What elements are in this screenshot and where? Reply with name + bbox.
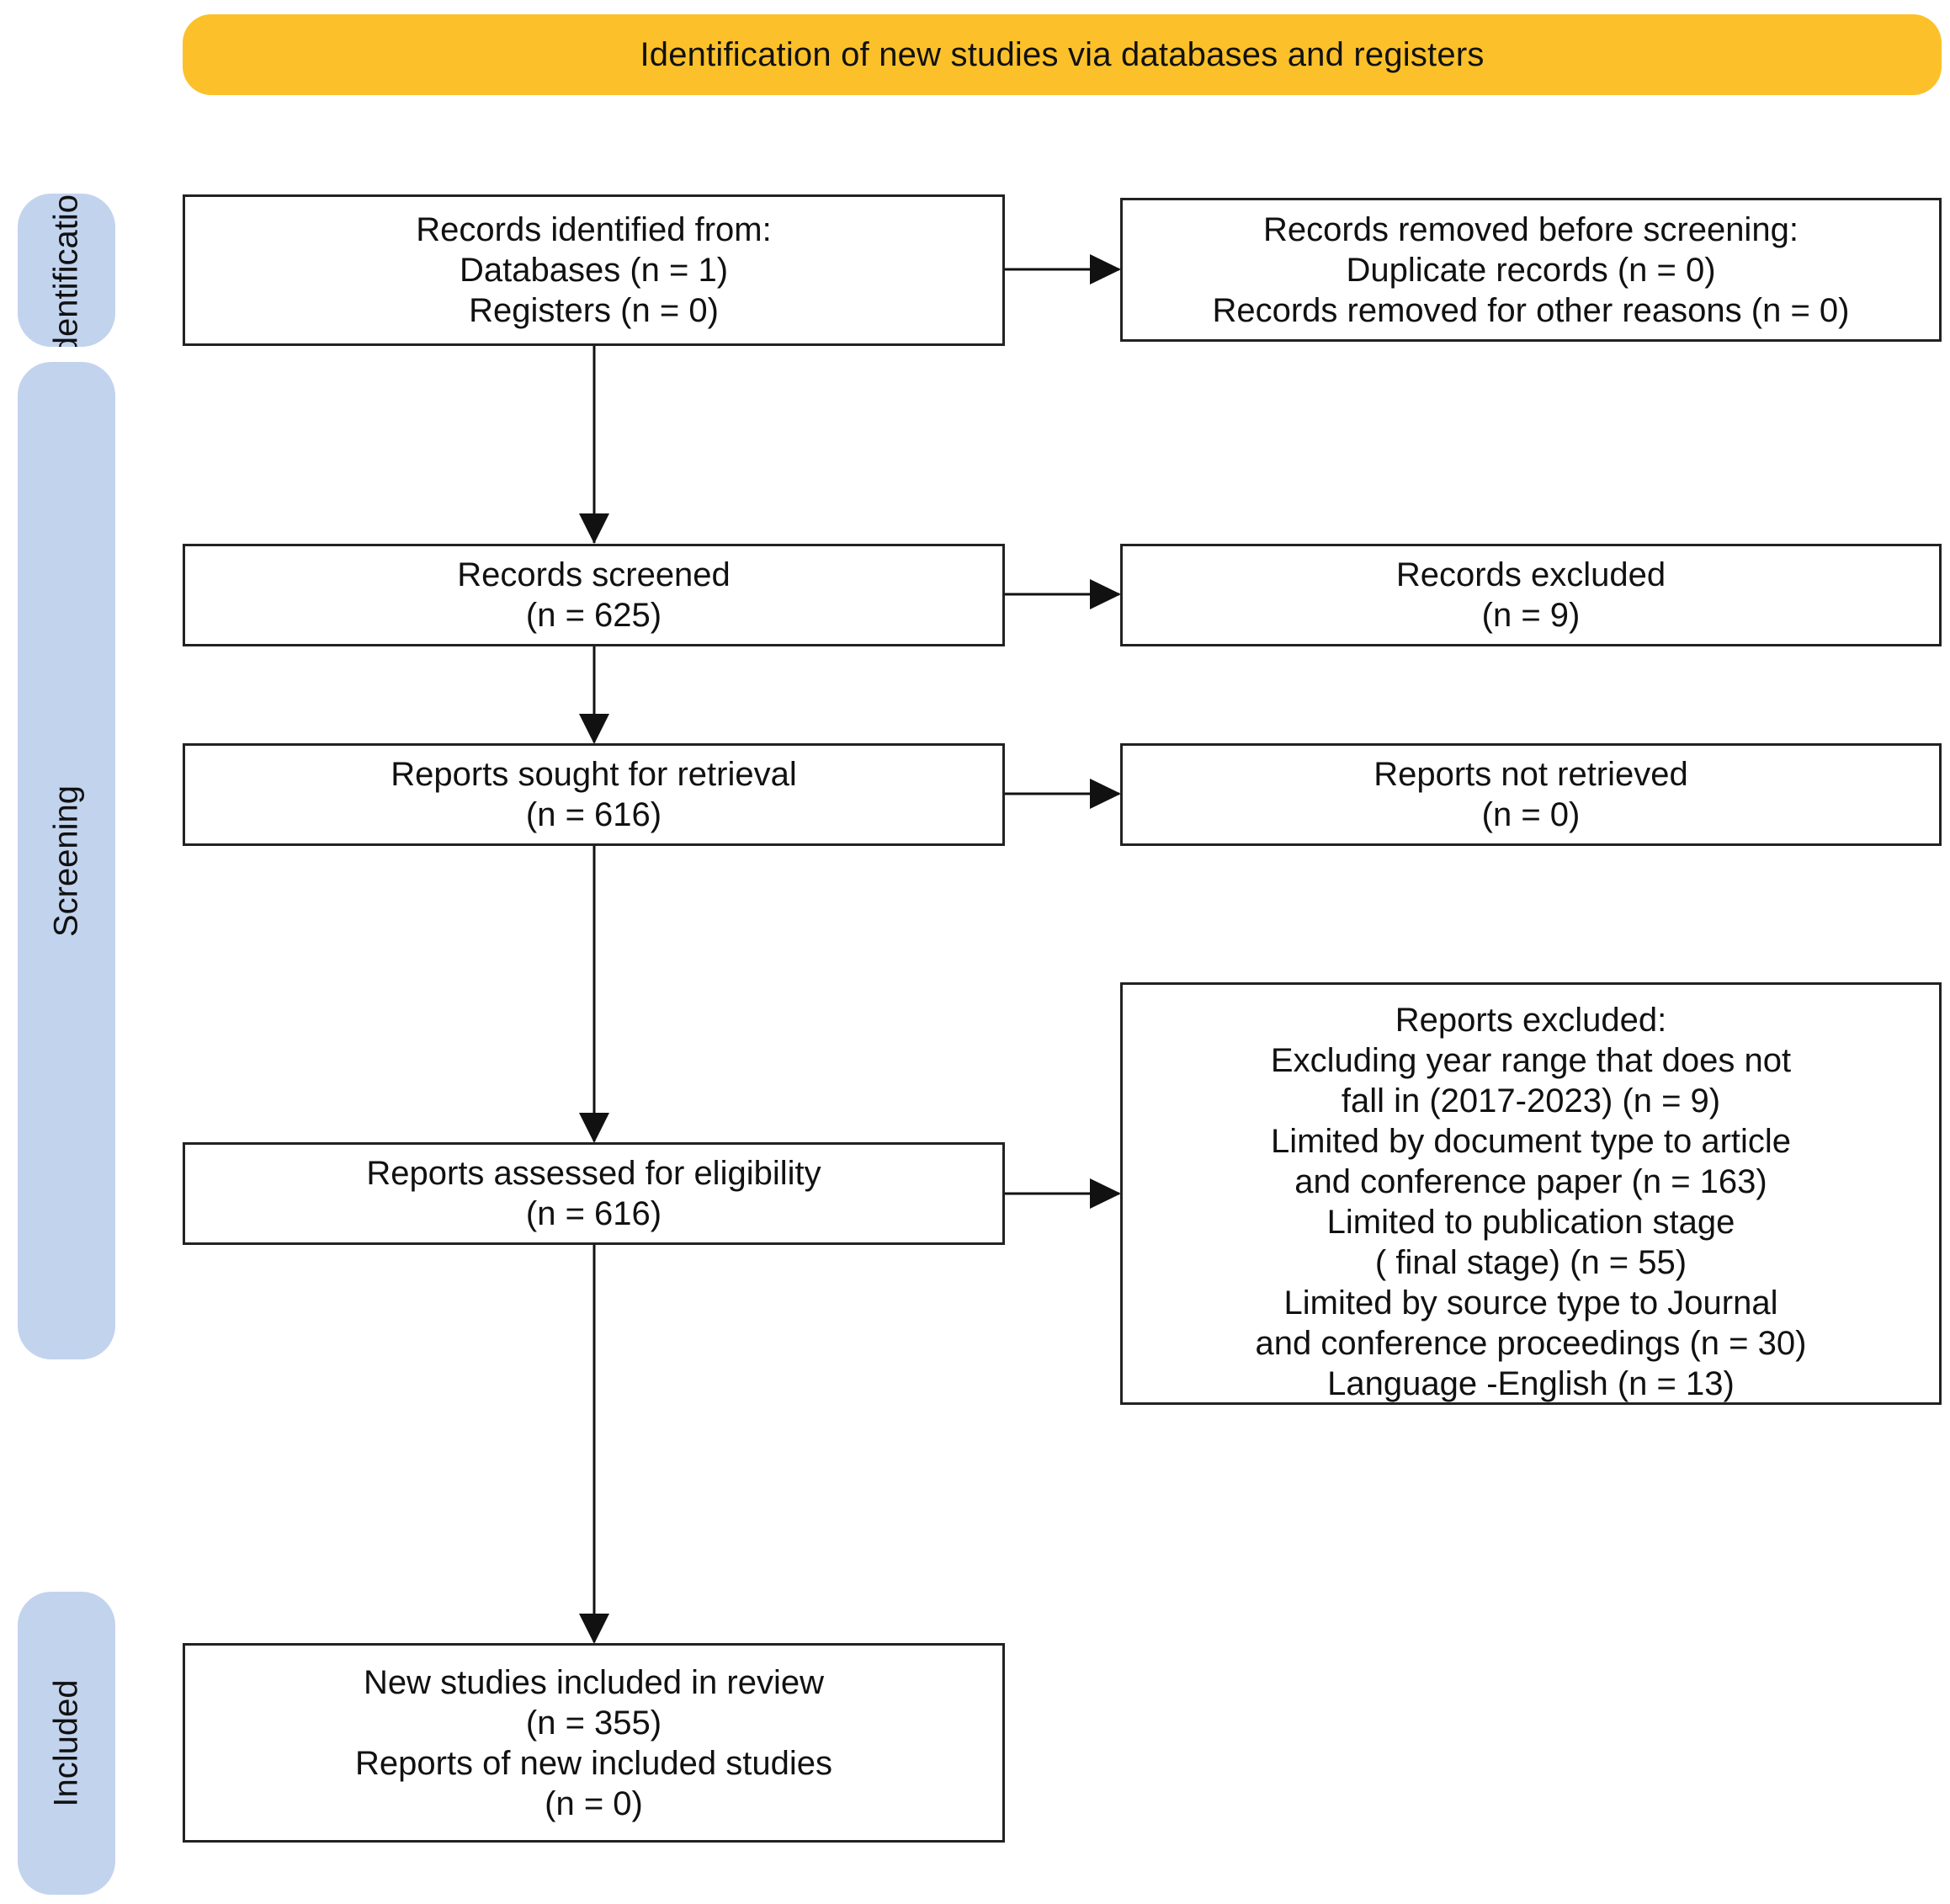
box-line: Reports assessed for eligibility	[366, 1155, 821, 1192]
stage-screening: Screening	[18, 362, 115, 1359]
box-line: Records removed for other reasons (n = 0…	[1212, 291, 1850, 329]
box-line: (n = 0)	[1481, 796, 1581, 833]
arrowhead-identified-to-screened	[579, 513, 609, 544]
box-line: ( final stage) (n = 55)	[1374, 1244, 1687, 1281]
reports-assessed-box: Reports assessed for eligibility (n = 61…	[183, 1142, 1005, 1245]
box-line: Records excluded	[1395, 556, 1666, 593]
box-line: and conference paper (n = 163)	[1294, 1163, 1767, 1200]
arrowhead-sought-to-assessed	[579, 1113, 609, 1143]
box-line: Reports sought for retrieval	[391, 756, 797, 793]
reports-sought-box: Reports sought for retrieval (n = 616)	[183, 743, 1005, 846]
arrowhead-screened-to-excluded	[1090, 579, 1121, 609]
banner-title: Identification of new studies via databa…	[640, 35, 1485, 73]
records-identified-box: Records identified from: Databases (n = …	[183, 194, 1005, 346]
box-line: (n = 0)	[545, 1784, 643, 1822]
records-removed-box: Records removed before screening: Duplic…	[1120, 198, 1942, 342]
arrowhead-screened-to-sought	[579, 714, 609, 744]
box-line: Reports excluded:	[1395, 1002, 1667, 1039]
box-line: (n = 355)	[525, 1704, 662, 1742]
stage-screening-label: Screening	[47, 784, 85, 937]
box-line: Databases (n = 1)	[459, 252, 729, 289]
stage-included: Included	[18, 1592, 115, 1895]
box-line: Reports of new included studies	[355, 1744, 832, 1782]
box-line: Limited by document type to article	[1270, 1123, 1792, 1160]
box-line: and conference proceedings (n = 30)	[1255, 1325, 1807, 1362]
box-line: Excluding year range that does not	[1270, 1042, 1792, 1079]
box-line: Records removed before screening:	[1263, 210, 1799, 248]
records-screened-box: Records screened (n = 625)	[183, 544, 1005, 646]
stage-identification-label: Identification	[47, 194, 85, 347]
box-line: Duplicate records (n = 0)	[1346, 251, 1716, 289]
arrowhead-sought-to-not-retrieved	[1090, 779, 1121, 809]
box-line: Limited to publication stage	[1326, 1204, 1735, 1241]
box-line: Limited by source type to Journal	[1283, 1284, 1778, 1322]
box-line: Language -English (n = 13)	[1327, 1365, 1735, 1402]
box-line: Reports not retrieved	[1374, 756, 1688, 793]
box-line: fall in (2017-2023) (n = 9)	[1341, 1082, 1721, 1120]
box-line: (n = 616)	[525, 796, 662, 833]
arrowhead-assessed-to-reports-excluded	[1090, 1178, 1121, 1209]
reports-excluded-box: Reports excluded: Excluding year range t…	[1120, 982, 1942, 1405]
box-line: (n = 625)	[525, 597, 662, 634]
stage-included-label: Included	[47, 1679, 85, 1807]
stage-identification: Identification	[18, 194, 115, 347]
box-line: Registers (n = 0)	[469, 292, 719, 329]
box-line: (n = 9)	[1481, 597, 1581, 634]
box-line: (n = 616)	[525, 1195, 662, 1232]
box-line: Records screened	[457, 556, 731, 593]
box-line: Records identified from:	[416, 211, 772, 248]
arrowhead-identified-to-removed	[1090, 254, 1121, 285]
box-line: New studies included in review	[364, 1663, 824, 1701]
new-studies-included-box: New studies included in review (n = 355)…	[183, 1643, 1005, 1843]
reports-not-retrieved-box: Reports not retrieved (n = 0)	[1120, 743, 1942, 846]
identification-banner: Identification of new studies via databa…	[183, 14, 1942, 95]
arrowhead-assessed-to-included	[579, 1614, 609, 1644]
records-excluded-box: Records excluded (n = 9)	[1120, 544, 1942, 646]
